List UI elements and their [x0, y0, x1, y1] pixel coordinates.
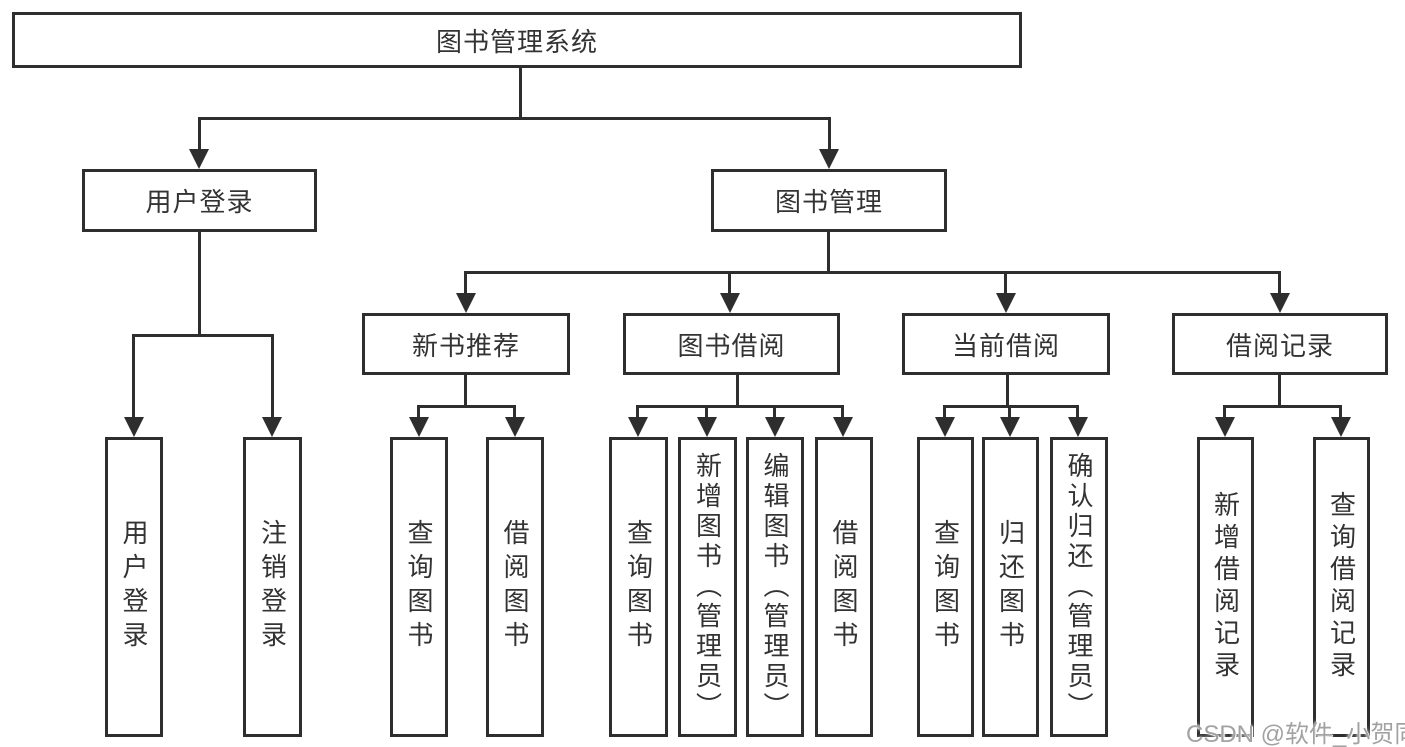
- leaf-label: 新增图书（管理员）: [692, 452, 723, 722]
- node-user-login: 用户登录: [82, 169, 317, 232]
- leaf-newbook-borrow-books: 借阅图书: [486, 437, 544, 737]
- leaf-label: 查询借阅记录: [1326, 491, 1357, 683]
- connector-line: [198, 117, 831, 120]
- leaf-current-return-books: 归还图书: [982, 437, 1039, 737]
- connector-line: [464, 373, 467, 407]
- leaf-newbook-query-books: 查询图书: [390, 437, 448, 737]
- node-label: 图书管理: [774, 187, 883, 217]
- node-label: 新书推荐: [411, 330, 520, 361]
- connector-line: [1339, 405, 1342, 423]
- connector-line: [943, 405, 1079, 408]
- connector-line: [828, 117, 831, 155]
- connector-line: [271, 334, 274, 422]
- arrow-down-icon: [409, 417, 429, 437]
- leaf-label: 借阅图书: [500, 519, 530, 655]
- arrow-down-icon: [124, 417, 144, 437]
- connector-line: [1278, 373, 1281, 407]
- node-borrowing-records: 借阅记录: [1172, 313, 1388, 375]
- connector-line: [705, 405, 708, 423]
- leaf-records-query-record: 查询借阅记录: [1313, 437, 1370, 737]
- node-current-borrowing: 当前借阅: [902, 313, 1110, 375]
- connector-line: [1278, 271, 1281, 299]
- connector-line: [636, 405, 639, 423]
- leaf-records-add-record: 新增借阅记录: [1197, 437, 1254, 737]
- leaf-current-confirm-return-admin: 确认归还（管理员）: [1050, 437, 1108, 737]
- connector-line: [513, 405, 516, 423]
- leaf-current-query-books: 查询图书: [917, 437, 974, 737]
- connector-line: [943, 405, 946, 423]
- arrow-down-icon: [628, 417, 648, 437]
- leaf-borrowing-query-books: 查询图书: [609, 437, 668, 737]
- arrow-down-icon: [697, 417, 717, 437]
- connector-line: [519, 66, 522, 118]
- connector-line: [132, 334, 135, 422]
- node-label: 用户登录: [145, 187, 254, 217]
- connector-line: [1223, 405, 1342, 408]
- arrow-down-icon: [1068, 417, 1088, 437]
- connector-line: [1223, 405, 1226, 423]
- connector-line: [736, 373, 739, 407]
- arrow-down-icon: [833, 417, 853, 437]
- arrow-down-icon: [996, 293, 1016, 313]
- connector-line: [417, 405, 420, 423]
- leaf-user-login: 用户登录: [105, 437, 163, 737]
- leaf-logout: 注销登录: [243, 437, 302, 737]
- arrow-down-icon: [1270, 293, 1290, 313]
- node-label: 图书管理系统: [435, 26, 598, 57]
- leaf-label: 确认归还（管理员）: [1064, 452, 1094, 722]
- connector-line: [464, 271, 1281, 274]
- node-label: 当前借阅: [951, 330, 1060, 361]
- connector-line: [132, 334, 274, 337]
- node-label: 借阅记录: [1225, 330, 1334, 361]
- leaf-label: 编辑图书（管理员）: [760, 452, 790, 722]
- connector-line: [198, 117, 201, 155]
- arrow-down-icon: [720, 293, 740, 313]
- node-library-management-system: 图书管理系统: [12, 12, 1022, 68]
- leaf-label: 借阅图书: [829, 519, 859, 655]
- connector-line: [198, 230, 201, 336]
- arrow-down-icon: [456, 293, 476, 313]
- arrow-down-icon: [505, 417, 525, 437]
- arrow-down-icon: [189, 149, 209, 169]
- connector-line: [464, 271, 467, 299]
- connector-line: [417, 405, 516, 408]
- connector-line: [728, 271, 731, 299]
- leaf-label: 注销登录: [257, 519, 288, 655]
- connector-line: [773, 405, 776, 423]
- leaf-label: 用户登录: [119, 519, 149, 655]
- node-new-book-recommend: 新书推荐: [362, 313, 570, 375]
- arrow-down-icon: [765, 417, 785, 437]
- connector-line: [1004, 271, 1007, 299]
- leaf-label: 归还图书: [995, 519, 1026, 655]
- arrow-down-icon: [1000, 417, 1020, 437]
- node-book-borrowing: 图书借阅: [623, 313, 840, 375]
- leaf-label: 查询图书: [930, 519, 961, 655]
- leaf-borrowing-borrow-books: 借阅图书: [815, 437, 873, 737]
- csdn-watermark: CSDN @软件_小贺同学: [1186, 721, 1405, 747]
- leaf-label: 查询图书: [404, 519, 434, 655]
- leaf-label: 查询图书: [623, 519, 654, 655]
- connector-line: [636, 405, 844, 408]
- leaf-borrowing-add-books-admin: 新增图书（管理员）: [678, 437, 737, 737]
- arrow-down-icon: [1331, 417, 1351, 437]
- connector-line: [1008, 405, 1011, 423]
- connector-line: [841, 405, 844, 423]
- connector-line: [1006, 373, 1009, 407]
- arrow-down-icon: [819, 149, 839, 169]
- arrow-down-icon: [935, 417, 955, 437]
- node-label: 图书借阅: [677, 330, 786, 361]
- connector-line: [827, 230, 830, 273]
- arrow-down-icon: [262, 417, 282, 437]
- connector-line: [1076, 405, 1079, 423]
- leaf-borrowing-edit-books-admin: 编辑图书（管理员）: [746, 437, 804, 737]
- node-book-management: 图书管理: [711, 169, 947, 232]
- leaf-label: 新增借阅记录: [1210, 491, 1241, 683]
- arrow-down-icon: [1215, 417, 1235, 437]
